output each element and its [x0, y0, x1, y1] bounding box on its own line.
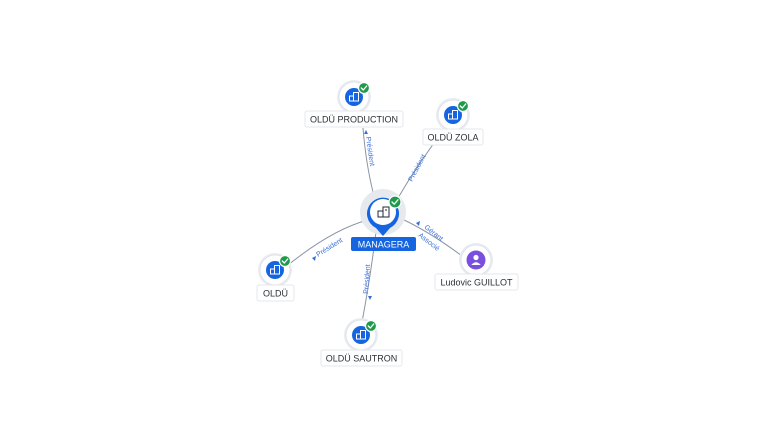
center-label: MANAGERA — [358, 240, 410, 250]
verified-check-icon — [388, 195, 402, 209]
node-label-box — [320, 349, 403, 367]
verified-check-icon — [364, 319, 378, 333]
edge-label-sautron: Président — [363, 264, 372, 294]
edge-oldu — [281, 219, 369, 271]
node-label-box — [256, 284, 295, 302]
node-label: OLDÜ ZOLA — [427, 133, 478, 143]
node-label-box — [434, 273, 519, 291]
edge-label-zola: Président — [408, 153, 428, 182]
node-label: OLDÜ — [263, 289, 288, 299]
node-label: OLDÜ SAUTRON — [326, 354, 398, 364]
node-ludovic-guillot[interactable]: Ludovic GUILLOT — [434, 243, 519, 291]
node-oldu-production[interactable]: OLDÜ PRODUCTION — [304, 80, 404, 128]
building-icon — [356, 330, 366, 340]
edge-label-production: Président — [364, 136, 375, 166]
node-oldu-sautron[interactable]: OLDÜ SAUTRON — [320, 318, 403, 367]
verified-check-icon — [456, 99, 470, 113]
arrow-sautron — [368, 296, 372, 300]
center-label-box — [351, 237, 416, 251]
building-icon — [377, 206, 390, 218]
center-node[interactable]: MANAGERA — [351, 189, 416, 251]
arrow-oldu — [312, 256, 316, 261]
arrow-production — [364, 130, 368, 134]
node-label-box — [304, 110, 404, 128]
edge-guillot — [399, 217, 463, 257]
building-icon — [448, 110, 458, 120]
person-icon — [471, 254, 481, 265]
verified-check-icon — [278, 254, 292, 268]
arrow-guillot — [416, 221, 420, 226]
node-oldu[interactable]: OLDÜ — [256, 253, 295, 302]
edge-production — [362, 127, 375, 197]
node-label-box — [422, 128, 484, 146]
node-oldu-zola[interactable]: OLDÜ ZOLA — [422, 98, 484, 146]
node-label: OLDÜ PRODUCTION — [310, 115, 398, 125]
edge-label-oldu: Président — [315, 237, 344, 259]
edge-arrows — [312, 130, 420, 300]
building-icon — [270, 265, 280, 275]
verified-check-icon — [357, 81, 371, 95]
node-label: Ludovic GUILLOT — [440, 278, 513, 288]
building-icon — [349, 92, 359, 102]
